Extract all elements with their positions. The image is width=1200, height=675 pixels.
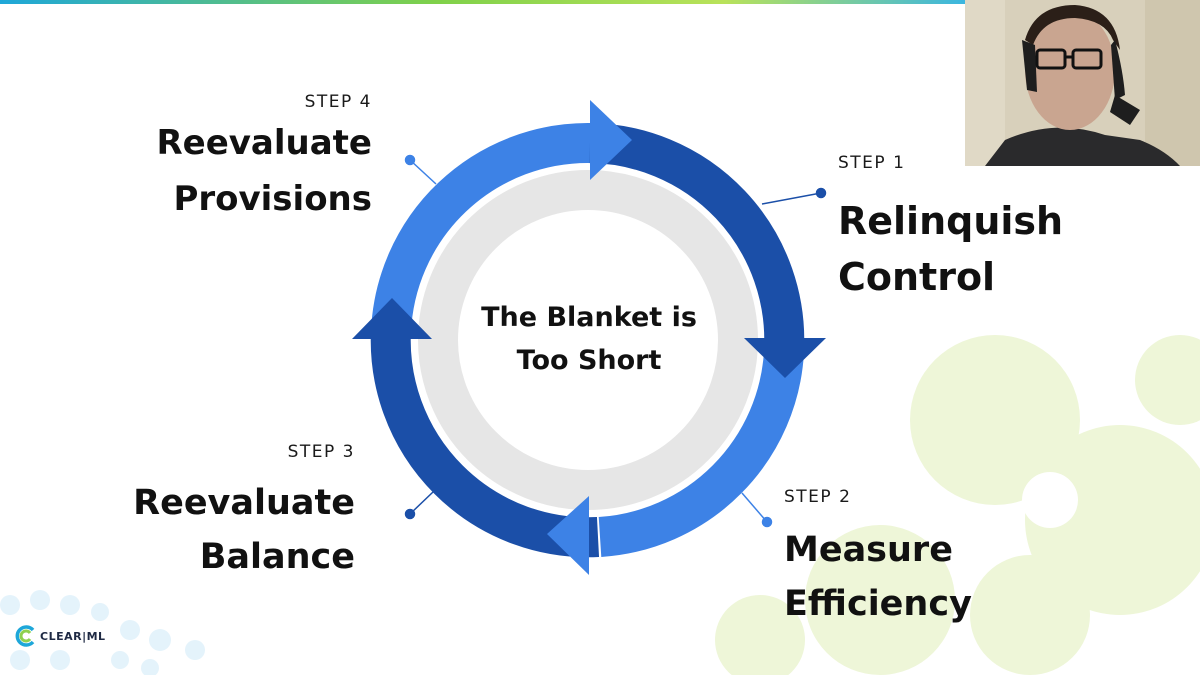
clearml-logo: CLEAR|ML <box>14 624 106 648</box>
center-disc <box>460 212 716 468</box>
top-gradient-bar <box>0 0 965 4</box>
connector-dot-step1 <box>815 187 827 199</box>
step-4-title-line-2: Provisions <box>173 179 372 219</box>
connector-step1 <box>761 192 822 205</box>
webcam-video-feed <box>965 0 1200 166</box>
step-1: STEP 1 Relinquish Control <box>838 153 1063 305</box>
step-2-label: STEP 2 <box>784 487 852 507</box>
clearml-logo-text: CLEAR|ML <box>40 629 106 643</box>
inner-ring <box>418 170 758 510</box>
step-3-label: STEP 3 <box>287 442 355 462</box>
arrowhead-left <box>352 298 432 339</box>
step-3-title-line-1: Reevaluate <box>133 483 355 523</box>
connector-step2 <box>741 492 768 523</box>
step-1-label: STEP 1 <box>838 153 906 173</box>
arc-quadrant-2 <box>598 350 804 557</box>
webcam-presenter-image <box>965 0 1200 166</box>
arrowhead-bottom <box>547 496 589 575</box>
connector-dot-step2 <box>761 516 773 528</box>
arrowhead-top <box>590 100 632 180</box>
clearml-logo-icon <box>15 625 35 647</box>
step-1-title-line-1: Relinquish <box>838 199 1064 243</box>
step-4: STEP 4 Reevaluate Provisions <box>156 92 372 224</box>
center-title: The Blanket is Too Short <box>481 302 697 376</box>
arc-quadrant-4 <box>371 122 591 334</box>
arc-quadrant-1 <box>587 123 805 351</box>
connector-step4 <box>409 159 437 185</box>
step-4-title-line-1: Reevaluate <box>156 123 372 163</box>
step-3-title-line-2: Balance <box>199 537 355 577</box>
step-2-title-line-2: Efficiency <box>784 584 972 624</box>
step-1-title-line-2: Control <box>838 255 996 299</box>
step-2: STEP 2 Measure Efficiency <box>784 487 972 631</box>
step-3: STEP 3 Reevaluate Balance <box>133 442 355 584</box>
connector-dot-step4 <box>404 154 416 166</box>
step-4-label: STEP 4 <box>304 92 372 112</box>
step-2-title-line-1: Measure <box>784 530 953 570</box>
connector-step3 <box>409 491 434 515</box>
green-bubbles-decoration <box>715 335 1200 675</box>
blue-dots-decoration <box>0 590 205 675</box>
arrowhead-right <box>744 338 826 378</box>
connector-dot-step3 <box>404 508 416 520</box>
